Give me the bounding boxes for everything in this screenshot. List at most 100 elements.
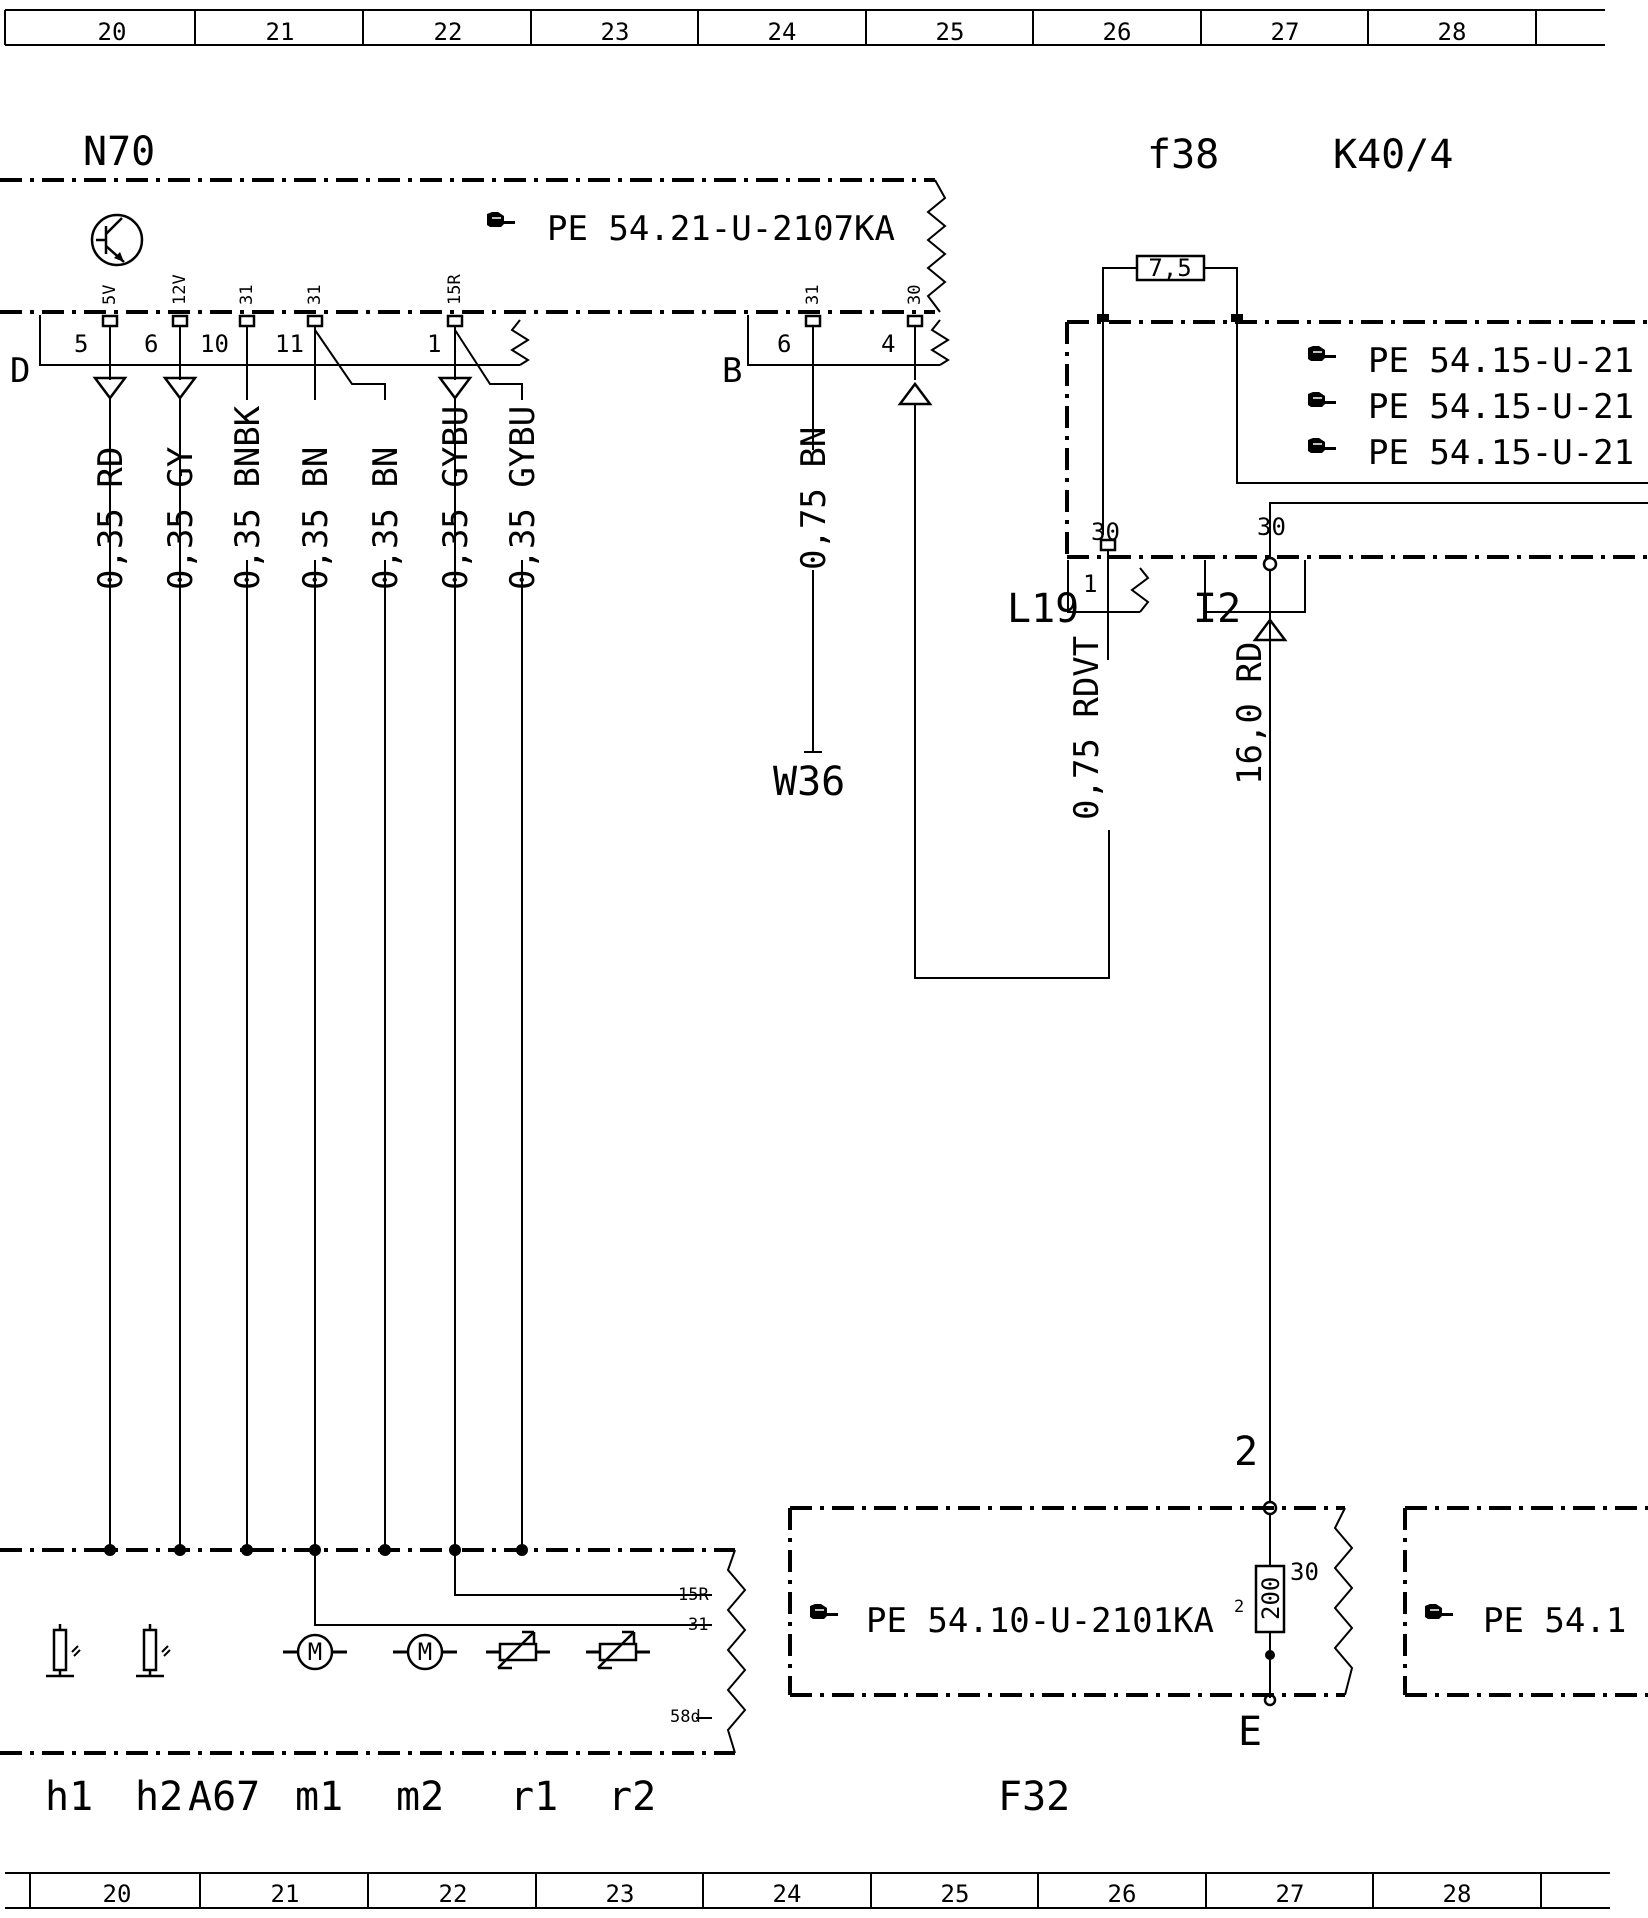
pin-number: 1 — [427, 330, 441, 358]
n70-label: N70 — [83, 129, 155, 175]
m2-label: m2 — [396, 1774, 444, 1820]
grid-top-27: 27 — [1271, 18, 1300, 46]
k40-reference-text: PE 54.15-U-21 — [1368, 433, 1634, 473]
a67-terminal-15r: 15R — [678, 1585, 709, 1605]
k40-reference-1: PE 54.15-U-21 — [1307, 341, 1634, 381]
pointing-hand-icon — [1307, 345, 1337, 362]
wire-labels: 0,35 RD 0,35 GY 0,35 BNBK 0,35 BN 0,35 B… — [91, 405, 1270, 820]
grid-top-21: 21 — [266, 18, 295, 46]
a67-label: A67 — [188, 1774, 260, 1820]
d-pin-2: 12V 6 — [144, 274, 198, 401]
n70-wires — [109, 398, 523, 1550]
a67-terminal-31: 31 — [688, 1615, 708, 1635]
f32-reference: PE 54.10-U-2101KA 2 — [809, 1597, 1244, 1641]
right-partial-box: PE 54.1 — [1403, 1506, 1648, 1697]
motor-letter: M — [418, 1638, 432, 1666]
d-pin-5: 15R 1 — [427, 274, 523, 401]
h2-label: h2 — [135, 1774, 183, 1820]
h1-label: h1 — [45, 1774, 93, 1820]
grid-bottom-24: 24 — [773, 1880, 802, 1908]
d-pin-4: 31 11 — [275, 285, 386, 400]
pin-signal: 30 — [905, 285, 925, 305]
pin-number: 5 — [74, 330, 88, 358]
connector-d: D — [10, 315, 530, 391]
w36-label: W36 — [773, 759, 845, 805]
i2-connector: I2 — [1193, 556, 1306, 1502]
connector-e-label: E — [1238, 1709, 1262, 1755]
d-pin-3: 31 10 — [200, 285, 257, 400]
wire-label: 0,75 BN — [794, 427, 834, 570]
n70-module: N70 PE 54.21-U-2107KA — [0, 129, 947, 314]
bottom-grid-bar: 20 21 22 23 24 25 26 27 28 — [5, 1872, 1610, 1909]
grid-top-26: 26 — [1103, 18, 1132, 46]
grid-bottom-20: 20 — [103, 1880, 132, 1908]
pointing-hand-icon — [809, 1603, 839, 1620]
b4-to-l19-wire — [914, 404, 1110, 979]
grid-bottom-27: 27 — [1276, 1880, 1305, 1908]
f32-pin-30: 30 — [1290, 1558, 1319, 1586]
a67-module: 15R 31 58d M M h1 h2 A67 m1 m2 r1 r2 — [0, 1544, 747, 1820]
f32-pin-top: 2 — [1234, 1429, 1258, 1475]
pin-signal: 31 — [305, 285, 325, 305]
f38-fuse: 7,5 — [1102, 254, 1238, 318]
grid-bottom-23: 23 — [606, 1880, 635, 1908]
k40-4-label: K40/4 — [1333, 132, 1453, 178]
pin-number: 10 — [200, 330, 229, 358]
motor-m1: M — [281, 1633, 349, 1671]
wire-label: 0,35 BN — [366, 447, 406, 590]
grid-bottom-25: 25 — [941, 1880, 970, 1908]
r2-label: r2 — [608, 1774, 656, 1820]
grid-top-23: 23 — [601, 18, 630, 46]
f32-reference-text: PE 54.10-U-2101KA — [866, 1601, 1214, 1641]
pin-number: 6 — [144, 330, 158, 358]
w36-ground: W36 — [773, 570, 845, 805]
i2-label: I2 — [1193, 586, 1241, 632]
grid-bottom-28: 28 — [1443, 1880, 1472, 1908]
connector-b-label: B — [722, 351, 742, 391]
l19-label: L19 — [1007, 586, 1079, 632]
b-pin-2: 30 4 — [881, 285, 933, 406]
k40-reference-text: PE 54.15-U-21 — [1368, 387, 1634, 427]
wire-label: 0,35 RD — [91, 447, 131, 590]
grid-bottom-26: 26 — [1108, 1880, 1137, 1908]
pointing-hand-icon — [1307, 391, 1337, 408]
lamp-icon — [44, 1622, 82, 1678]
n70-reference: PE 54.21-U-2107KA — [486, 209, 895, 249]
wire-label: 0,35 BN — [296, 447, 336, 590]
k40-reference-text: PE 54.15-U-21 — [1368, 341, 1634, 381]
pin-number: 4 — [881, 330, 895, 358]
wire-label: 0,35 GYBU — [503, 406, 543, 590]
wire-label: 0,35 BNBK — [228, 405, 268, 590]
right-reference-text: PE 54.1 — [1483, 1601, 1626, 1641]
grid-bottom-21: 21 — [271, 1880, 300, 1908]
motor-letter: M — [308, 1638, 322, 1666]
grid-top-25: 25 — [936, 18, 965, 46]
k40-4-relay-box: f38 K40/4 7,5 30 30 PE 54.15-U-21 PE 54.… — [1065, 132, 1648, 559]
pointing-hand-icon — [1424, 1603, 1454, 1620]
connector-b: B — [722, 315, 950, 391]
pin-signal: 12V — [170, 274, 190, 305]
grid-top-28: 28 — [1438, 18, 1467, 46]
pointing-hand-icon — [1307, 437, 1337, 454]
f32-rating: 200 — [1257, 1577, 1285, 1620]
variable-resistor-icon — [484, 1630, 552, 1670]
wire-label: 0,75 RDVT — [1067, 636, 1107, 820]
pin-number: 11 — [275, 330, 304, 358]
r1-label: r1 — [510, 1774, 558, 1820]
pin-signal: 31 — [237, 285, 257, 305]
connector-d-label: D — [10, 351, 30, 391]
f32-fuse-box: 2 200 30 E PE 54.10-U-2101KA 2 F32 — [788, 1429, 1354, 1820]
f32-label: F32 — [998, 1774, 1070, 1820]
b-pin-1: 31 6 — [777, 285, 823, 450]
wire-label: 16,0 RD — [1230, 642, 1270, 785]
k40-reference-3: PE 54.15-U-21 — [1307, 433, 1634, 473]
pin-signal: 15R — [445, 274, 465, 305]
f32-reference-sup: 2 — [1234, 1597, 1244, 1617]
f38-rating: 7,5 — [1148, 254, 1191, 282]
k40-pin-right: 30 — [1257, 513, 1286, 541]
top-grid-bar: 20 21 22 23 24 25 26 27 28 — [4, 9, 1605, 46]
variable-resistor-icon — [584, 1630, 652, 1670]
motor-m2: M — [391, 1633, 459, 1671]
f32-fuse-element — [1254, 1564, 1286, 1634]
grid-bottom-22: 22 — [439, 1880, 468, 1908]
